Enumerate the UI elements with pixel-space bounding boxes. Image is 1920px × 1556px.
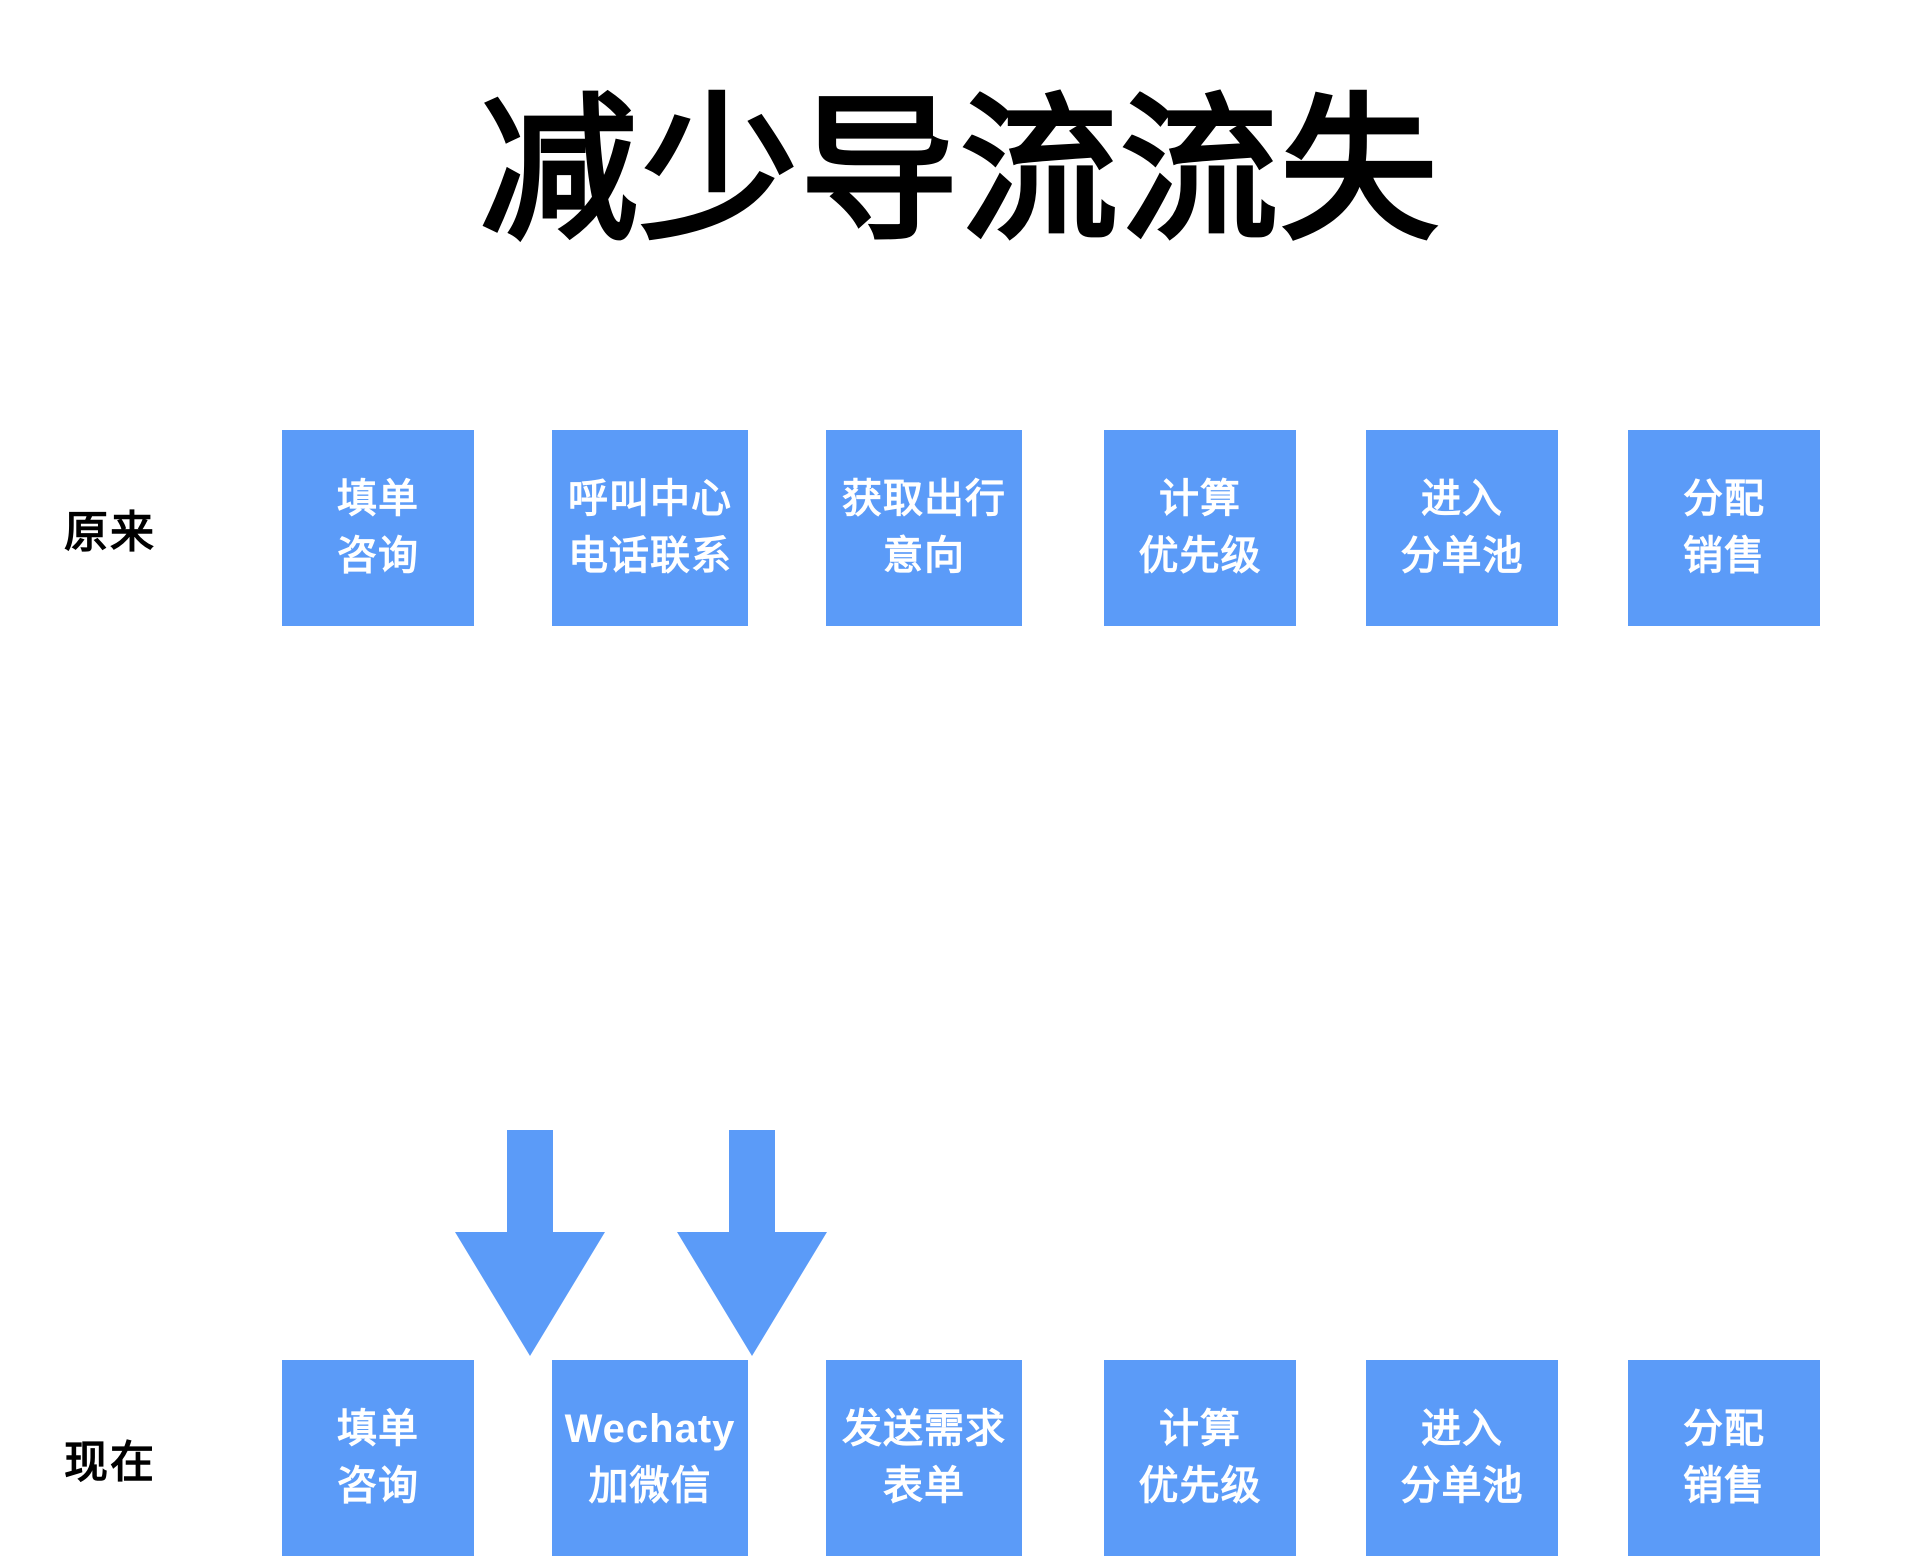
flow-step-line2: 销售 xyxy=(1683,534,1765,578)
flow-row-now-boxes: 填单 咨询 Wechaty 加微信 发送需求 表单 计算 优先级 进入 分单 xyxy=(282,1360,1820,1556)
flow-step-line1: 计算 xyxy=(1159,1407,1241,1452)
flow-step-line2: 分单池 xyxy=(1400,534,1524,578)
row-label-now: 现在 xyxy=(64,1438,156,1487)
flow-step-line2: 分单池 xyxy=(1400,1464,1524,1508)
transition-arrows xyxy=(0,1130,1920,1360)
flow-step-now-3[interactable]: 发送需求 表单 xyxy=(826,1360,1022,1556)
flow-step-line1: 进入 xyxy=(1421,477,1503,522)
flow-step-before-4[interactable]: 计算 优先级 xyxy=(1104,430,1296,626)
slide-canvas: 减少导流流失 原来 填单 咨询 呼叫中心 电话联系 获取出行 意向 计算 xyxy=(0,83,1920,1556)
flow-step-before-3[interactable]: 获取出行 意向 xyxy=(826,430,1022,626)
flow-row-before: 原来 填单 咨询 呼叫中心 电话联系 获取出行 意向 计算 优先级 xyxy=(0,430,1920,626)
flow-step-line1: 进入 xyxy=(1421,1407,1503,1452)
flow-step-line1: 分配 xyxy=(1683,477,1765,522)
flow-step-line1: 分配 xyxy=(1683,1407,1765,1452)
flow-step-before-5[interactable]: 进入 分单池 xyxy=(1366,430,1558,626)
flow-step-line1: 计算 xyxy=(1159,477,1241,522)
page-title: 减少导流流失 xyxy=(480,83,1440,259)
flow-step-before-6[interactable]: 分配 销售 xyxy=(1628,430,1820,626)
flow-step-line2: 电话联系 xyxy=(568,534,732,578)
flow-step-line2: 优先级 xyxy=(1138,1464,1262,1508)
flow-step-line1: 填单 xyxy=(337,1407,419,1452)
flow-step-before-1[interactable]: 填单 咨询 xyxy=(282,430,474,626)
arrow-down-icon-step3 xyxy=(677,1130,827,1356)
flow-step-now-1[interactable]: 填单 咨询 xyxy=(282,1360,474,1556)
flow-step-line2: 优先级 xyxy=(1138,534,1262,578)
flow-step-line2: 咨询 xyxy=(337,1464,419,1508)
flow-step-line1: 填单 xyxy=(337,477,419,522)
flow-step-line2: 表单 xyxy=(883,1464,965,1508)
flow-step-line2: 销售 xyxy=(1683,1464,1765,1508)
flow-step-line1: 呼叫中心 xyxy=(568,477,732,522)
flow-diagram: 原来 填单 咨询 呼叫中心 电话联系 获取出行 意向 计算 优先级 xyxy=(0,430,1920,1556)
flow-step-now-6[interactable]: 分配 销售 xyxy=(1628,1360,1820,1556)
flow-step-line1: 发送需求 xyxy=(842,1407,1006,1452)
row-label-before: 原来 xyxy=(64,508,156,557)
flow-step-line2: 意向 xyxy=(883,534,965,578)
flow-step-line2: 加微信 xyxy=(588,1464,712,1508)
arrow-down-icon-step2 xyxy=(455,1130,605,1356)
flow-step-now-5[interactable]: 进入 分单池 xyxy=(1366,1360,1558,1556)
flow-step-now-4[interactable]: 计算 优先级 xyxy=(1104,1360,1296,1556)
flow-step-line2: 咨询 xyxy=(337,534,419,578)
flow-step-before-2[interactable]: 呼叫中心 电话联系 xyxy=(552,430,748,626)
flow-row-before-boxes: 填单 咨询 呼叫中心 电话联系 获取出行 意向 计算 优先级 进入 分单池 xyxy=(282,430,1820,626)
flow-step-now-2[interactable]: Wechaty 加微信 xyxy=(552,1360,748,1556)
flow-step-line1: Wechaty xyxy=(564,1407,736,1452)
flow-step-line1: 获取出行 xyxy=(842,477,1006,522)
